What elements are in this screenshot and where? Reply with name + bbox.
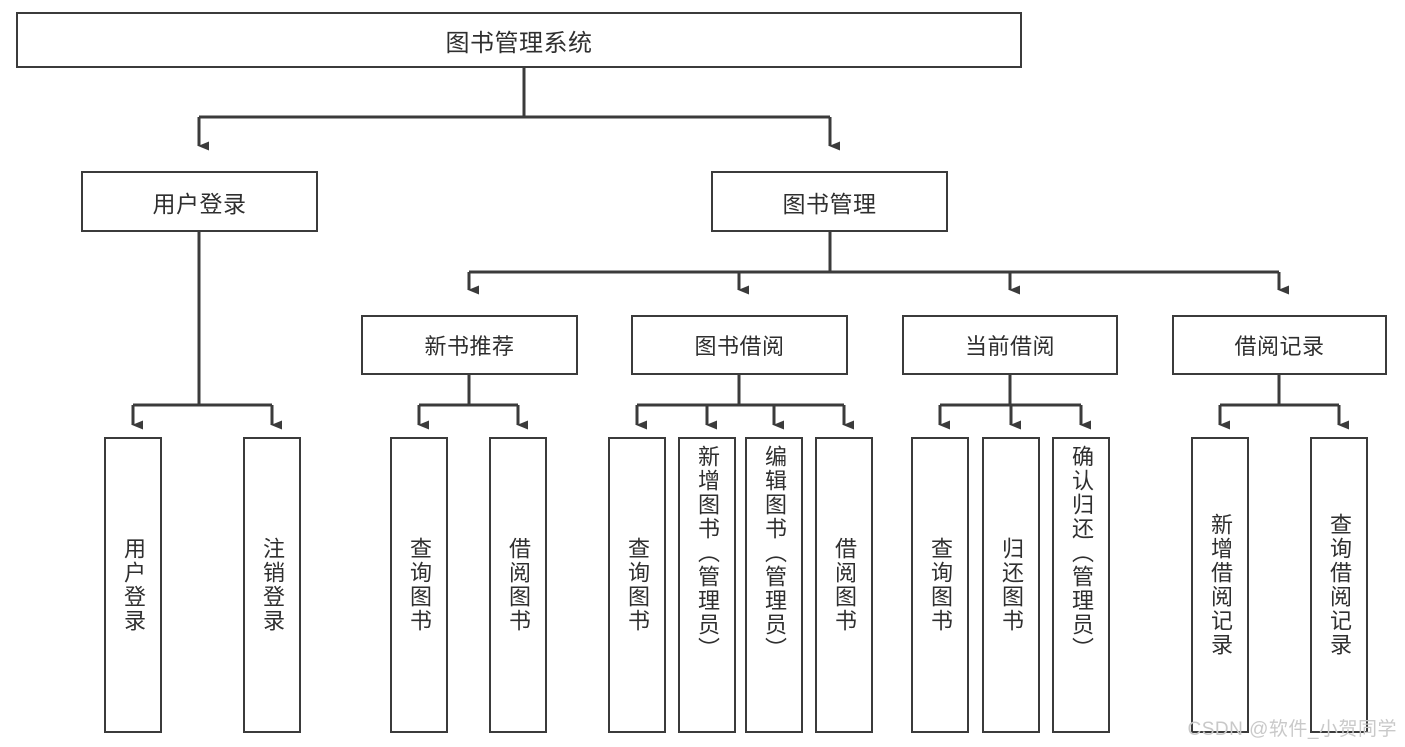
leaf-edit-book-admin-label: 编辑图书（管理员）: [761, 445, 787, 661]
node-book-manage[interactable]: 图书管理: [711, 171, 948, 232]
leaf-query-book-1[interactable]: 查询图书: [390, 437, 448, 733]
node-new-book-recommend[interactable]: 新书推荐: [361, 315, 578, 375]
leaf-borrow-book-2-label: 借阅图书: [831, 537, 857, 633]
leaf-user-login[interactable]: 用户登录: [104, 437, 162, 733]
leaf-return-book-label: 归还图书: [998, 537, 1024, 633]
leaf-logout-login[interactable]: 注销登录: [243, 437, 301, 733]
leaf-user-login-label: 用户登录: [120, 537, 146, 633]
node-root[interactable]: 图书管理系统: [16, 12, 1022, 68]
node-book-borrow[interactable]: 图书借阅: [631, 315, 848, 375]
leaf-query-book-3[interactable]: 查询图书: [911, 437, 969, 733]
node-root-label: 图书管理系统: [445, 29, 593, 57]
leaf-add-book-admin-label: 新增图书（管理员）: [694, 445, 720, 661]
node-user-login-label: 用户登录: [152, 190, 247, 217]
leaf-edit-book-admin[interactable]: 编辑图书（管理员）: [745, 437, 803, 733]
leaf-logout-login-label: 注销登录: [259, 537, 285, 633]
node-book-borrow-label: 图书借阅: [694, 334, 785, 359]
node-borrow-record[interactable]: 借阅记录: [1172, 315, 1387, 375]
leaf-query-book-2-label: 查询图书: [624, 537, 650, 633]
csdn-watermark: CSDN @软件_小贺同学: [1187, 719, 1397, 740]
leaf-query-borrow-record[interactable]: 查询借阅记录: [1310, 437, 1368, 733]
leaf-return-book[interactable]: 归还图书: [982, 437, 1040, 733]
node-user-login[interactable]: 用户登录: [81, 171, 318, 232]
leaf-borrow-book-1[interactable]: 借阅图书: [489, 437, 547, 733]
node-borrow-record-label: 借阅记录: [1234, 334, 1325, 359]
leaf-add-borrow-record[interactable]: 新增借阅记录: [1191, 437, 1249, 733]
leaf-confirm-return-admin-label: 确认归还（管理员）: [1068, 445, 1094, 661]
node-current-borrow[interactable]: 当前借阅: [902, 315, 1118, 375]
leaf-borrow-book-2[interactable]: 借阅图书: [815, 437, 873, 733]
leaf-borrow-book-1-label: 借阅图书: [505, 537, 531, 633]
leaf-add-book-admin[interactable]: 新增图书（管理员）: [678, 437, 736, 733]
leaf-query-book-2[interactable]: 查询图书: [608, 437, 666, 733]
node-new-book-recommend-label: 新书推荐: [424, 334, 515, 359]
leaf-query-borrow-record-label: 查询借阅记录: [1326, 513, 1352, 657]
leaf-query-book-3-label: 查询图书: [927, 537, 953, 633]
leaf-confirm-return-admin[interactable]: 确认归还（管理员）: [1052, 437, 1110, 733]
node-current-borrow-label: 当前借阅: [964, 334, 1055, 359]
leaf-query-book-1-label: 查询图书: [406, 537, 432, 633]
node-book-manage-label: 图书管理: [782, 190, 877, 217]
leaf-add-borrow-record-label: 新增借阅记录: [1207, 513, 1233, 657]
